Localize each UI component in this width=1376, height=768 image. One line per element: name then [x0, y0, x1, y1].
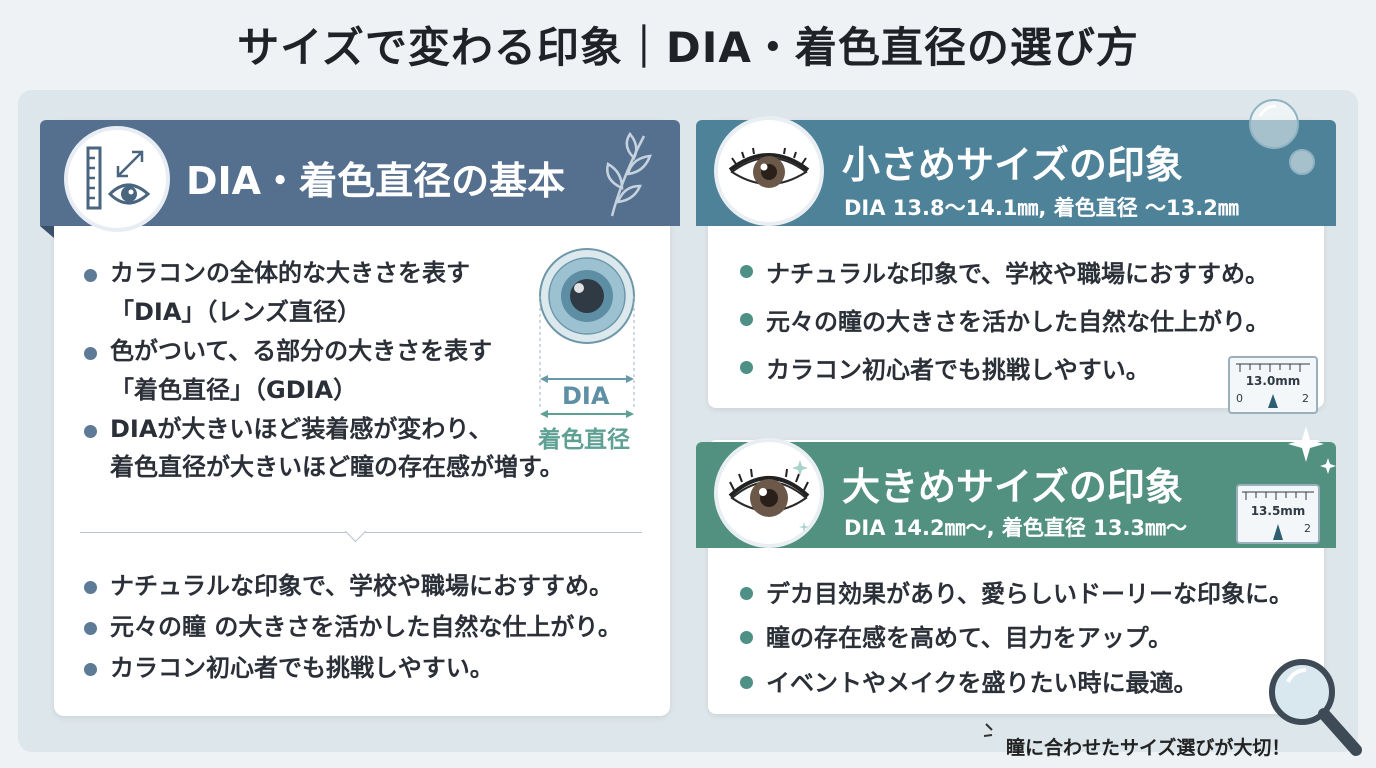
list-item: ナチュラルな印象で、学校や職場におすすめ。 — [736, 250, 1316, 298]
diagram-dia-label: DIA — [562, 382, 610, 410]
basics-item-2-line1: 色がついて、る部分の大きさを表す — [110, 336, 493, 365]
page-title: サイズで変わる印象｜DIA・着色直径の選び方 — [237, 23, 1139, 72]
basics-list: カラコンの全体的な大きさを表す 「DIA」（レンズ直径） 色がついて、る部分の大… — [80, 254, 564, 488]
gauge-13-0: 13.0mm 0 2 — [1228, 356, 1318, 414]
gauge-value: 13.5mm — [1250, 504, 1306, 518]
list-item: ナチュラルな印象で、学校や職場におすすめ。 — [80, 566, 660, 607]
basics-header-fold — [40, 226, 54, 238]
list-item: 瞳の存在感を高めて、目力をアップ。 — [736, 616, 1336, 660]
eye-sparkle-icon — [714, 438, 824, 548]
ruler-eye-icon — [64, 126, 170, 232]
gauge-max: 2 — [1304, 522, 1311, 535]
basics-bottom-list: ナチュラルな印象で、学校や職場におすすめ。 元々の瞳 の大きさを活かした自然な仕… — [80, 566, 660, 688]
large-size-list: デカ目効果があり、愛らしいドーリーな印象に。 瞳の存在感を高めて、目力をアップ。… — [736, 572, 1336, 705]
small-size-title: 小さめサイズの印象 — [842, 143, 1183, 187]
lens-diagram — [532, 248, 642, 422]
list-item: カラコン初心者でも挑戦しやすい。 — [80, 648, 660, 689]
basics-item-1-line1: カラコンの全体的な大きさを表す — [110, 259, 470, 287]
diagram-gdia-label: 着色直径 — [538, 427, 630, 453]
gauge-max: 2 — [1302, 392, 1309, 405]
sparkle-icon — [1284, 422, 1340, 486]
basics-item-3-line2: 着色直径が大きいほど瞳の存在感が増す。 — [110, 453, 564, 482]
eye-icon — [714, 116, 824, 226]
basics-item-3-line1: DIAが大きいほど装着感が変わり、 — [110, 414, 493, 443]
large-size-title: 大きめサイズの印象 — [842, 465, 1183, 509]
gauge-min: 0 — [1236, 392, 1243, 405]
basics-item-1-line2: 「DIA」（レンズ直径） — [110, 297, 361, 326]
list-item: 元々の瞳の大きさを活かした自然な仕上がり。 — [736, 298, 1316, 346]
footer-note: 瞳に合わせたサイズ選びが大切！ — [1006, 737, 1291, 759]
list-item: カラコンの全体的な大きさを表す 「DIA」（レンズ直径） — [80, 254, 520, 332]
basics-item-2-line2: 「着色直径」（GDIA） — [110, 375, 358, 404]
emphasis-mark — [983, 722, 1004, 748]
gauge-13-5: 13.5mm 2 — [1236, 484, 1320, 544]
list-item: 元々の瞳 の大きさを活かした自然な仕上がり。 — [80, 607, 660, 648]
list-item: デカ目効果があり、愛らしいドーリーな印象に。 — [736, 572, 1336, 616]
list-item: イベントやメイクを盛りたい時に最適。 — [736, 661, 1336, 705]
bubble-icon — [1246, 96, 1320, 188]
basics-title: DIA・着色直径の基本 — [186, 159, 566, 203]
gauge-value: 13.0mm — [1245, 374, 1301, 388]
small-size-list: ナチュラルな印象で、学校や職場におすすめ。 元々の瞳の大きさを活かした自然な仕上… — [736, 250, 1316, 394]
list-item: カラコン初心者でも挑戦しやすい。 — [736, 346, 1316, 394]
list-item: 色がついて、る部分の大きさを表す 「着色直径」（GDIA） — [80, 332, 520, 410]
list-item: DIAが大きいほど装着感が変わり、 着色直径が大きいほど瞳の存在感が増す。 — [80, 410, 564, 488]
leaf-icon — [600, 128, 660, 224]
magnifier-icon — [1264, 654, 1368, 768]
small-size-spec: DIA 13.8〜14.1㎜, 着色直径 〜13.2㎜ — [844, 196, 1239, 220]
large-size-spec: DIA 14.2㎜〜, 着色直径 13.3㎜〜 — [844, 516, 1188, 540]
